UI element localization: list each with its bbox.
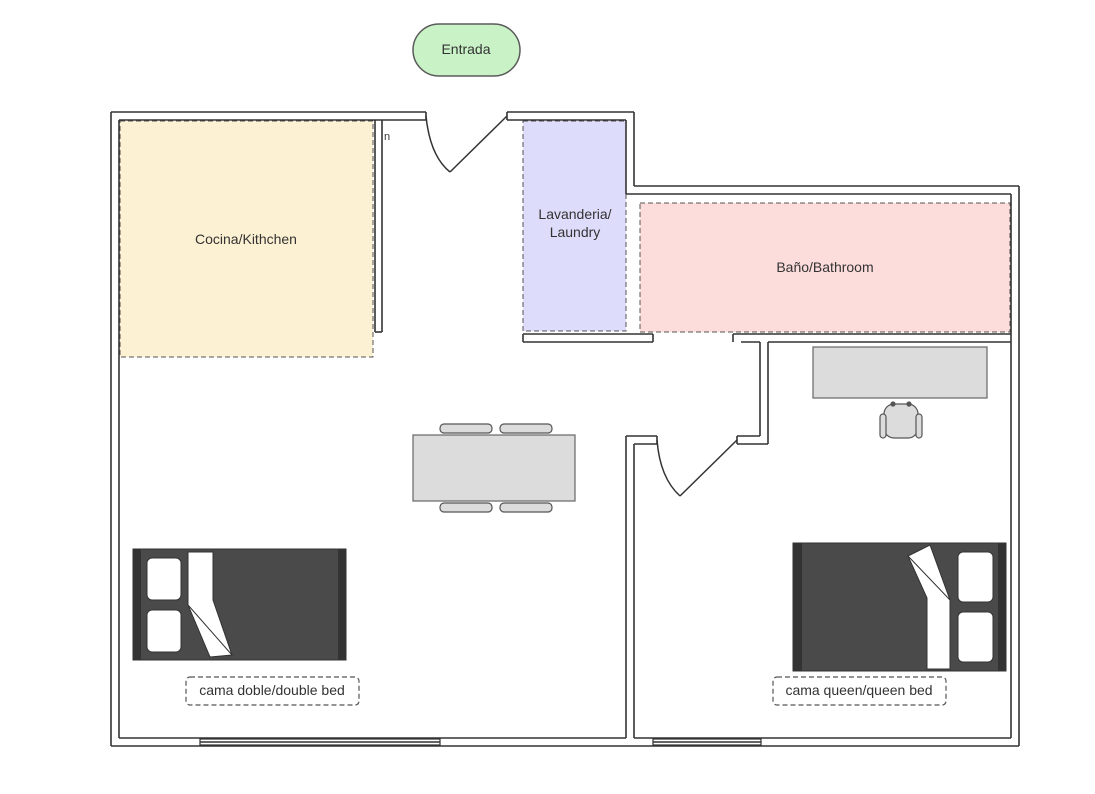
bedroom-door[interactable] [656,439,738,497]
queen-bed-label: cama queen/queen bed [785,682,932,698]
chair-icon [439,423,553,513]
dining-table [412,434,576,502]
pillow-icon [957,611,994,663]
queen-bed-label-box [772,676,947,706]
double-bed[interactable] [132,548,347,661]
kitchen-label: Cocina/Kithchen [195,231,297,247]
bathroom-label: Baño/Bathroom [776,259,873,275]
bathroom-area [639,202,1011,333]
door-swing-icon [425,115,451,173]
desk [812,346,988,399]
entrance-shape [412,23,521,77]
entrance-label: Entrada [441,41,490,57]
entrance-node[interactable]: Entrada [412,23,521,77]
walls [110,111,1020,747]
office-chair-icon [879,401,923,439]
double-bed-label-box [185,676,360,706]
stray-mark: n [384,131,390,143]
double-bed-label: cama doble/double bed [199,682,345,698]
double-bed-tag: cama doble/double bed [185,676,360,706]
kitchen-zone[interactable]: Cocina/Kithchen [119,120,374,358]
pillow-icon [146,557,182,601]
laundry-label-line2: Laundry [550,224,601,240]
queen-bed-sheet [907,544,951,670]
dining-table-group[interactable] [412,423,576,513]
desk-group[interactable] [812,346,988,439]
door-swing-icon [656,439,681,497]
pillow-icon [957,551,994,603]
laundry-label-line1: Lavanderia/ [538,206,611,222]
window-right [652,738,762,746]
window-left [199,738,441,746]
bathroom-zone[interactable]: Baño/Bathroom [639,202,1011,333]
entry-door[interactable] [425,115,508,173]
kitchen-area [119,120,374,358]
laundry-area [522,120,627,332]
queen-bed[interactable] [792,542,1007,672]
laundry-zone[interactable]: Lavanderia/ Laundry [522,120,627,332]
pillow-icon [146,609,182,653]
queen-bed-tag: cama queen/queen bed [772,676,947,706]
